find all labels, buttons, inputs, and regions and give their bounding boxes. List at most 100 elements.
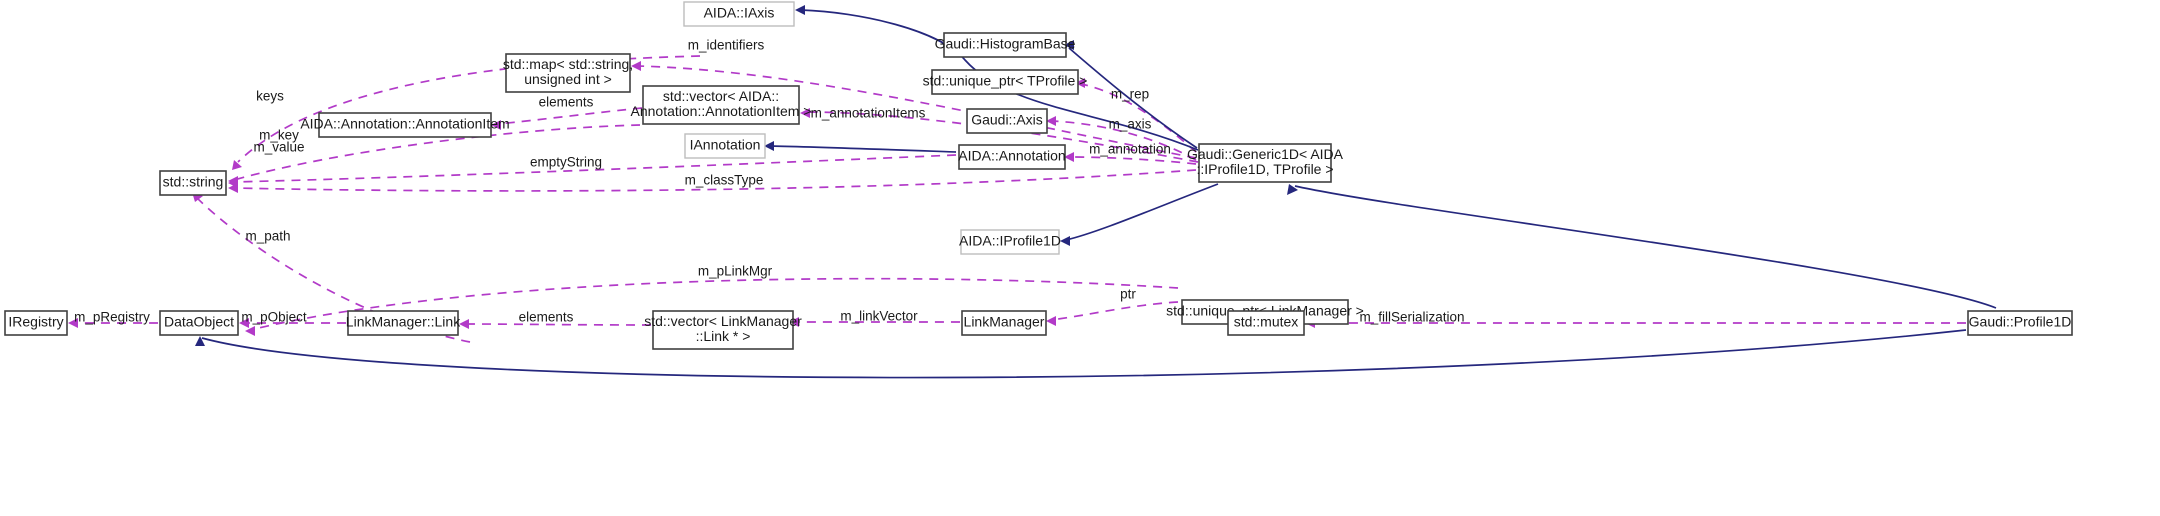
class-node-iaxis[interactable]: AIDA::IAxis	[683, 1, 795, 27]
class-node-iannotation-box[interactable]	[684, 133, 766, 159]
class-node-histogrambase[interactable]: Gaudi::HistogramBase	[935, 32, 1076, 58]
class-node-profile1d-box[interactable]	[1967, 310, 2073, 336]
edge-label-lbl-mkey-mvalue-2: m_value	[253, 140, 304, 155]
edge-label-lbl-identifiers: m_identifiers	[688, 38, 765, 53]
class-node-stdmap-label: std::map< std::string,	[503, 56, 633, 72]
edge-label-lbl-keys: keys	[256, 89, 284, 104]
class-node-profile1d[interactable]: Gaudi::Profile1D	[1967, 310, 2073, 336]
edge-label-lbl-fillserialization: m_fillSerialization	[1359, 310, 1464, 325]
class-node-linkmanager[interactable]: LinkManager	[961, 310, 1047, 336]
class-node-vectorannitem-label: std::vector< AIDA::	[663, 88, 779, 104]
class-node-stdmap[interactable]: std::map< std::string,unsigned int >	[503, 53, 633, 93]
class-node-stdmap-label: unsigned int >	[524, 71, 612, 87]
e-annitems-arrowhead	[800, 108, 810, 118]
e-classtype-arrowhead	[228, 183, 238, 193]
e-pobject-arrowhead	[239, 318, 249, 328]
class-node-linkmanagerlink-label: LinkManager::Link	[346, 314, 461, 330]
class-node-gaudiaxis-box[interactable]	[966, 108, 1048, 134]
class-node-vectorannitem[interactable]: std::vector< AIDA::Annotation::Annotatio…	[631, 85, 812, 125]
class-node-vectorlinkptr-box[interactable]	[652, 310, 794, 350]
class-node-aidaannotation[interactable]: AIDA::Annotation	[958, 144, 1066, 170]
edge-label-lbl-linkvector: m_linkVector	[840, 309, 918, 324]
class-node-uniqueptrtprofile-box[interactable]	[931, 69, 1079, 95]
class-node-iprofile1d-label: AIDA::IProfile1D	[959, 233, 1061, 249]
class-node-profile1d-label: Gaudi::Profile1D	[1969, 314, 2072, 330]
class-node-gaudiaxis[interactable]: Gaudi::Axis	[966, 108, 1048, 134]
e-elements-ann	[496, 107, 643, 125]
edge-label-lbl-annotationitems: m_annotationItems	[811, 106, 926, 121]
class-node-iaxis-box[interactable]	[683, 1, 795, 27]
edge-label-lbl-pregistry: m_pRegistry	[74, 310, 150, 325]
edge-association	[631, 61, 1197, 159]
e-inh-prof-gen	[1294, 185, 1997, 309]
class-node-stdstring[interactable]: std::string	[159, 170, 227, 196]
class-node-iannotation-label: IAnnotation	[690, 137, 761, 153]
e-classtype	[233, 169, 1197, 192]
e-annotation-arrowhead	[1064, 152, 1074, 162]
class-node-dataobject-box[interactable]	[159, 310, 239, 336]
class-node-vectorannitem-box[interactable]	[642, 85, 800, 125]
e-inh-iaxis-arrowhead	[795, 5, 805, 15]
e-inh-prof-gen-arrowhead	[1287, 184, 1298, 195]
class-node-linkmanagerlink[interactable]: LinkManager::Link	[346, 310, 461, 336]
class-node-iprofile1d[interactable]: AIDA::IProfile1D	[959, 229, 1061, 255]
e-inh-iaxis	[800, 9, 1199, 151]
edge-inheritance	[795, 5, 1199, 151]
e-keys-arrowhead	[232, 160, 242, 170]
edge-association	[1064, 152, 1197, 165]
edge-association	[789, 317, 960, 327]
class-node-stdmutex[interactable]: std::mutex	[1227, 310, 1305, 336]
edge-label-lbl-ptr: ptr	[1120, 287, 1136, 302]
class-node-vectorannitem-label: Annotation::AnnotationItem >	[631, 103, 812, 119]
class-node-iregistry-box[interactable]	[4, 310, 68, 336]
class-node-stdmutex-box[interactable]	[1227, 310, 1305, 336]
class-node-linkmanager-box[interactable]	[961, 310, 1047, 336]
class-node-annotationitem[interactable]: AIDA::Annotation::AnnotationItem	[300, 112, 510, 138]
e-linkvector-arrowhead	[789, 317, 799, 327]
class-node-linkmanagerlink-box[interactable]	[347, 310, 459, 336]
class-node-aidaannotation-box[interactable]	[958, 144, 1066, 170]
e-rep	[1080, 83, 1197, 153]
class-node-iannotation[interactable]: IAnnotation	[684, 133, 766, 159]
e-identifiers-arrowhead	[631, 61, 641, 71]
edge-label-lbl-classtype: m_classType	[685, 173, 764, 188]
class-node-iprofile1d-box[interactable]	[960, 229, 1060, 255]
edge-association	[1046, 116, 1197, 161]
edge-label-lbl-annotation: m_annotation	[1089, 142, 1171, 157]
e-inh-iprof1d-arrowhead	[1060, 236, 1070, 246]
class-node-generic1d-label: ::IProfile1D, TProfile >	[1196, 161, 1333, 177]
e-elements-lnk-arrowhead	[459, 319, 469, 329]
class-node-generic1d[interactable]: Gaudi::Generic1D< AIDA::IProfile1D, TPro…	[1187, 143, 1344, 183]
class-node-vectorlinkptr[interactable]: std::vector< LinkManager::Link * >	[644, 310, 802, 350]
class-node-annotationitem-label: AIDA::Annotation::AnnotationItem	[300, 116, 509, 132]
edge-association	[232, 55, 701, 170]
e-inh-iprof1d	[1065, 183, 1219, 241]
edge-inheritance	[1064, 40, 1198, 149]
class-node-histogrambase-box[interactable]	[943, 32, 1067, 58]
class-node-stdstring-label: std::string	[163, 174, 224, 190]
e-identifiers	[636, 65, 1197, 159]
class-node-generic1d-box[interactable]	[1198, 143, 1332, 183]
class-node-vectorlinkptr-label: ::Link * >	[696, 328, 751, 344]
class-node-dataobject[interactable]: DataObject	[159, 310, 239, 336]
class-node-stdstring-box[interactable]	[159, 170, 227, 196]
class-node-histogrambase-label: Gaudi::HistogramBase	[935, 36, 1076, 52]
edge-label-lbl-rep: m_rep	[1111, 87, 1149, 102]
class-node-gaudiaxis-label: Gaudi::Axis	[971, 112, 1043, 128]
edge-inheritance	[764, 141, 957, 153]
class-node-uniqueptrtprofile[interactable]: std::unique_ptr< TProfile >	[923, 69, 1088, 95]
class-node-iregistry[interactable]: IRegistry	[4, 310, 68, 336]
e-inh-prof-data	[201, 329, 1967, 379]
class-node-iaxis-label: AIDA::IAxis	[704, 5, 775, 21]
e-axis	[1051, 120, 1197, 161]
edge-association	[68, 318, 158, 328]
e-plinkmgr	[249, 277, 1179, 331]
e-plinkmgr-arrowhead	[245, 326, 255, 336]
edge-association	[239, 318, 346, 328]
class-node-stdmap-box[interactable]	[505, 53, 631, 93]
edge-inheritance	[1287, 184, 1997, 309]
class-node-annotationitem-box[interactable]	[318, 112, 492, 138]
